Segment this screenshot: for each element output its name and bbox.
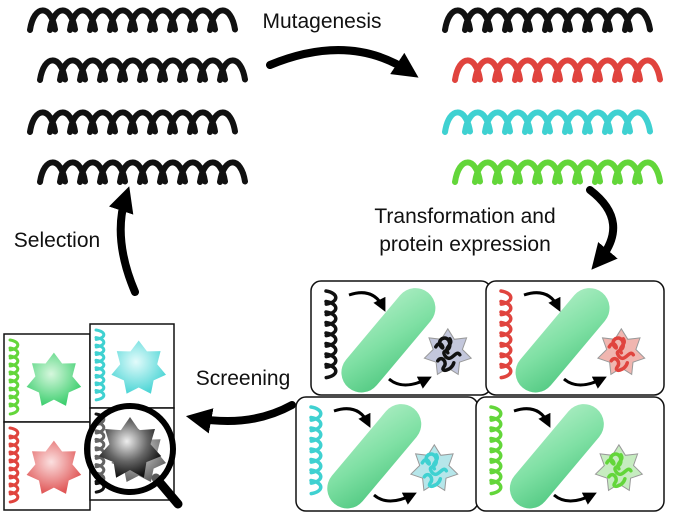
bacterial-cell-icon — [327, 404, 422, 509]
expression-panels — [295, 280, 665, 512]
dna-helix-icon — [309, 405, 323, 496]
dna-helix-icon — [37, 57, 248, 83]
screen-card-cyan — [89, 323, 175, 409]
expression-panel-green — [475, 396, 665, 512]
screen-card-red — [3, 421, 91, 511]
transformation-arrow — [586, 186, 618, 270]
transformation-label-line1: Transformation and — [374, 205, 555, 228]
dna-helix-icon — [489, 405, 503, 496]
bacterial-cell-icon — [341, 288, 436, 393]
screening-cards — [3, 323, 183, 511]
dna-helix-icon — [452, 57, 663, 83]
dna-helix-icon — [27, 109, 238, 135]
expression-arrow — [553, 492, 597, 505]
screening-label: Screening — [196, 367, 291, 390]
screening-arrow — [185, 401, 296, 434]
mutant-gene-library — [442, 7, 663, 185]
expression-panel-black — [310, 280, 492, 396]
folded-protein-icon — [596, 327, 646, 376]
dna-helix-icon — [27, 7, 238, 33]
uptake-arrow — [348, 291, 386, 312]
dna-helix-icon — [442, 7, 653, 33]
dna-helix-icon — [499, 289, 513, 380]
dna-helix-icon — [8, 426, 20, 504]
folded-protein-icon — [26, 440, 82, 494]
uptake-arrow — [513, 407, 551, 428]
dna-helix-icon — [442, 109, 653, 135]
magnifying-glass-icon — [84, 403, 183, 509]
dna-helix-icon — [37, 159, 248, 185]
parent-gene-library — [27, 7, 248, 185]
folded-protein-icon — [594, 443, 644, 492]
folded-protein-icon — [423, 327, 473, 376]
transformation-label-line2: protein expression — [379, 233, 551, 256]
bacterial-cell-icon — [515, 288, 610, 393]
bacterial-cell-icon — [509, 404, 604, 509]
folded-protein-icon — [111, 340, 166, 394]
mutagenesis-label: Mutagenesis — [262, 10, 381, 33]
uptake-arrow — [333, 407, 371, 428]
screen-card-green — [3, 333, 91, 423]
dna-helix-icon — [452, 159, 663, 185]
dna-helix-icon — [94, 328, 106, 402]
expression-arrow — [388, 376, 432, 389]
expression-panel-cyan — [295, 396, 479, 512]
expression-arrow — [563, 376, 607, 389]
dna-helix-icon — [324, 289, 338, 380]
expression-panel-red — [485, 280, 665, 396]
selection-label: Selection — [14, 229, 100, 252]
selection-arrow — [109, 186, 139, 296]
dna-helix-icon — [8, 338, 20, 416]
expression-arrow — [373, 492, 417, 505]
uptake-arrow — [523, 291, 561, 312]
folded-protein-icon — [26, 352, 82, 406]
folded-protein-icon — [409, 443, 459, 492]
mutagenesis-arrow — [266, 46, 419, 78]
